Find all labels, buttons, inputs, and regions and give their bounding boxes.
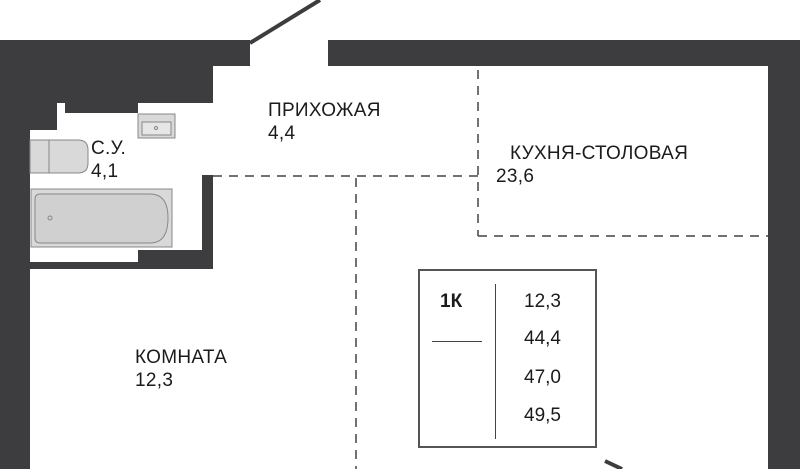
zone-dividers [213, 70, 768, 469]
room-label-hallway: ПРИХОЖАЯ 4,4 [268, 99, 381, 145]
bathtub-icon [30, 188, 173, 248]
room-name: ПРИХОЖАЯ [268, 100, 381, 121]
room-area: 12,3 [135, 370, 174, 391]
room-area: 4,1 [91, 161, 119, 182]
toilet-icon [29, 139, 89, 174]
area-with-balcony: 47,0 [524, 367, 561, 388]
room-name: С.У. [91, 138, 127, 159]
room-name: КУХНЯ-СТОЛОВАЯ [510, 143, 689, 164]
entrance-door [248, 0, 322, 45]
room-area: 23,6 [496, 166, 535, 187]
area-full: 49,5 [524, 405, 561, 426]
room-label-bathroom: С.У. 4,1 [91, 137, 126, 183]
sink-icon [137, 113, 176, 139]
apartment-type: 1К [440, 291, 463, 312]
room-area: 4,4 [268, 123, 296, 144]
balcony-door [604, 459, 623, 469]
room-name: КОМНАТА [135, 347, 228, 368]
room-label-kitchen: КУХНЯ-СТОЛОВАЯ 23,6 [496, 142, 689, 188]
total-area: 44,4 [524, 328, 561, 349]
living-area: 12,3 [524, 291, 561, 312]
divider [495, 284, 496, 439]
room-label-room: КОМНАТА 12,3 [135, 346, 227, 392]
walls [0, 40, 800, 469]
apartment-summary: 1К 12,3 44,4 47,0 49,5 [418, 269, 597, 448]
divider [432, 341, 482, 342]
